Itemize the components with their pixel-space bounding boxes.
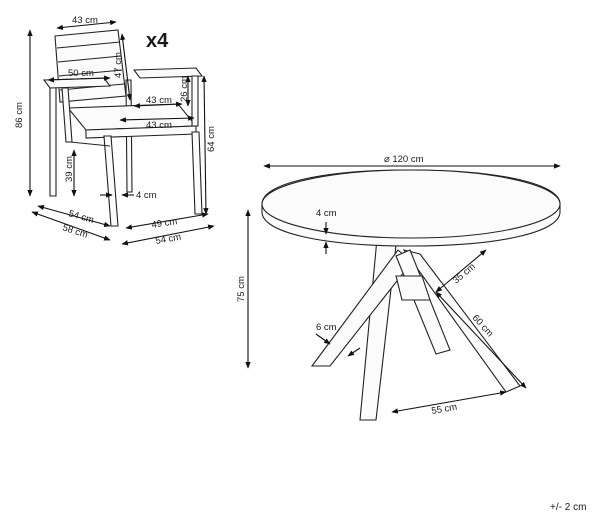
label-center-span: 35 cm — [451, 261, 478, 286]
chair-back-slat-2 — [57, 55, 122, 63]
chair-back-slat-3 — [58, 69, 123, 77]
label-width-outer: 54 cm — [155, 232, 182, 247]
label-width-inner: 49 cm — [151, 216, 178, 231]
chair-front-leg-right — [191, 131, 203, 215]
dim-armrest-floor-height — [201, 75, 209, 215]
label-armrest-floor-height: 64 cm — [206, 126, 217, 152]
chair-arm-support-right — [191, 75, 199, 127]
label-table-height: 75 cm — [236, 276, 247, 302]
label-leg-thickness: 4 cm — [136, 190, 157, 201]
dim-backrest-width — [56, 19, 117, 31]
dim-leg-length — [435, 291, 527, 389]
label-leg-width: 6 cm — [316, 322, 337, 333]
dim-width-outer — [121, 224, 215, 246]
label-seat-height: 39 cm — [64, 156, 75, 182]
dim-leg-width-upper — [315, 333, 331, 345]
label-armrest-depth: 50 cm — [68, 68, 94, 79]
table-leg-hub — [395, 275, 431, 301]
chair-front-leg-left — [103, 135, 119, 227]
dim-center-span — [435, 249, 487, 293]
label-armrest-height: 26 cm — [179, 76, 190, 102]
dim-backrest-height — [120, 33, 132, 101]
label-seat-width-front: 43 cm — [146, 120, 172, 131]
dim-leg-width-lower — [347, 347, 361, 357]
label-table-diameter: ⌀ 120 cm — [384, 154, 424, 165]
label-foot-span: 55 cm — [431, 402, 458, 417]
quantity-label: x4 — [146, 30, 169, 52]
label-backrest-width: 43 cm — [72, 15, 98, 26]
dim-seat-width-back — [133, 101, 183, 109]
label-backrest-height: 47 cm — [113, 52, 124, 78]
dim-armrest-depth — [47, 75, 111, 83]
table-drawing — [261, 169, 561, 421]
label-depth-inner: 54 cm — [67, 208, 95, 226]
chair-drawing — [42, 29, 204, 227]
chair-back-leg-left — [49, 81, 57, 197]
table-top-surface — [261, 169, 561, 239]
dim-seat-width-front — [119, 115, 195, 123]
label-seat-width-back: 43 cm — [146, 95, 172, 106]
dim-foot-span — [391, 390, 507, 414]
table-leg-left — [310, 249, 413, 367]
tolerance-label: +/- 2 cm — [550, 502, 586, 513]
chair-seat — [66, 103, 198, 131]
label-depth-outer: 58 cm — [61, 222, 89, 240]
chair-side-rail — [69, 141, 111, 147]
label-total-height: 86 cm — [14, 102, 25, 128]
chair-back-slat-1 — [56, 41, 121, 49]
dim-depth-outer — [31, 211, 111, 241]
label-top-thickness: 4 cm — [316, 208, 337, 219]
